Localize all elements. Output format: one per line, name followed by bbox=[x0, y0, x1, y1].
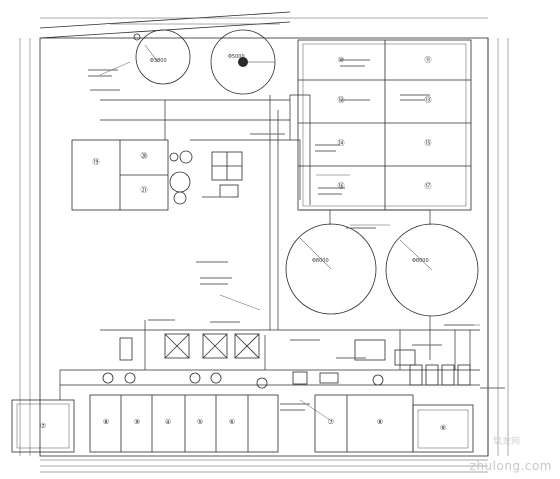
clarifier-right bbox=[385, 223, 479, 317]
clarifier-label-1: Φ3800 bbox=[150, 58, 167, 64]
left-block-2: ⑳ bbox=[141, 152, 148, 160]
top-right-grid-2: ⑪ bbox=[425, 56, 432, 64]
dimension-lines bbox=[19, 17, 509, 473]
filter-units bbox=[119, 333, 471, 386]
tank-grid-top-right bbox=[297, 39, 472, 211]
top-right-grid-4: ⑬ bbox=[425, 96, 432, 104]
bottom-row-3: ⑨ bbox=[134, 418, 140, 426]
bottom-row-4: ④ bbox=[165, 418, 171, 426]
bottom-row-1: ⑦ bbox=[40, 422, 46, 430]
left-block-1: ⑲ bbox=[93, 158, 100, 166]
round-tank-1 bbox=[135, 29, 191, 85]
clarifier-label-4: Φ8000 bbox=[412, 258, 429, 264]
clarifier-label-3: Φ8000 bbox=[312, 258, 329, 264]
drawing-layer bbox=[11, 11, 509, 473]
top-slope-line bbox=[39, 11, 291, 29]
bottom-row-6: ⑥ bbox=[229, 418, 235, 426]
top-right-grid-6: ⑮ bbox=[425, 139, 432, 147]
bottom-row-5: ⑤ bbox=[197, 418, 203, 426]
tank-row-bottom bbox=[11, 394, 474, 453]
top-right-grid-7: ⑯ bbox=[338, 182, 345, 190]
bottom-row-7: ⑦ bbox=[328, 418, 334, 426]
site-boundary bbox=[39, 37, 489, 457]
top-right-grid-5: ⑭ bbox=[338, 139, 345, 147]
bottom-row-2: ⑧ bbox=[103, 418, 109, 426]
process-piping bbox=[59, 94, 480, 400]
clarifier-left bbox=[285, 223, 377, 315]
building-left bbox=[71, 139, 169, 211]
left-block-3: ㉑ bbox=[141, 186, 148, 194]
bottom-row-9: ⑨ bbox=[440, 424, 446, 432]
bottom-row-8: ⑧ bbox=[377, 418, 383, 426]
pumps bbox=[102, 371, 384, 389]
annotation-text-blocks bbox=[88, 59, 505, 411]
top-right-grid-8: ⑰ bbox=[425, 182, 432, 190]
leader-lines bbox=[99, 61, 480, 421]
clarifier-label-2: Φ5000 bbox=[228, 54, 245, 60]
